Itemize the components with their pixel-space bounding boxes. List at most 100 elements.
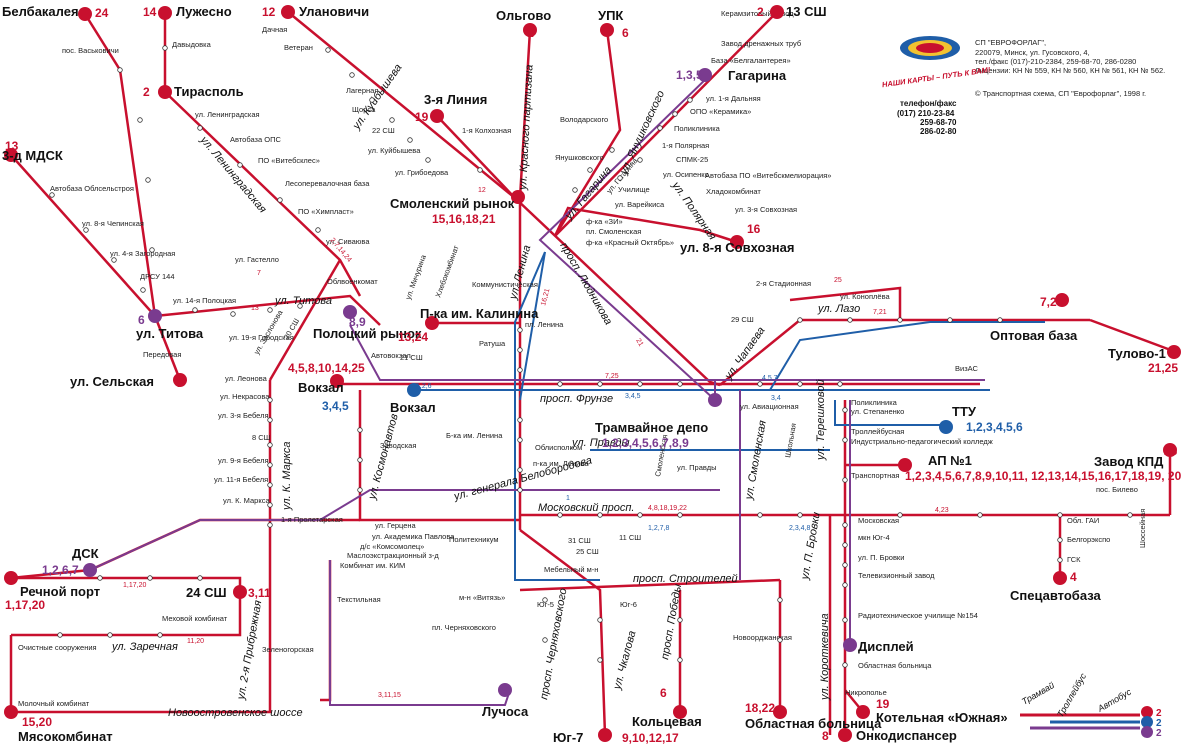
- terminal-routes: 19: [415, 110, 429, 124]
- tram-line-frunze: [349, 324, 985, 381]
- stop-label: ул. 14-я Полоцкая: [173, 296, 236, 305]
- phone-title: телефон/факс: [900, 99, 957, 108]
- terminal-name: Юг-7: [553, 730, 583, 745]
- svg-text:1,17,20: 1,17,20: [123, 582, 146, 589]
- publisher-logo: [900, 36, 960, 60]
- terminal-dot: [158, 85, 172, 99]
- stop-marker: [267, 397, 273, 403]
- stop-marker: [97, 575, 103, 581]
- terminal-routes: 8,9: [349, 315, 366, 329]
- stop-label: Шоссейная: [1138, 509, 1147, 548]
- stop-marker: [757, 381, 763, 387]
- svg-text:3,11,15: 3,11,15: [378, 692, 401, 699]
- stop-label: ул. 3-я Бебеля: [218, 411, 269, 420]
- terminal-dot: [898, 458, 912, 472]
- terminal-routes: 7,25: [1040, 295, 1064, 309]
- terminal-dot: [1055, 293, 1069, 307]
- legend-tram: Трамвай: [1020, 680, 1056, 707]
- svg-text:7,25: 7,25: [605, 373, 619, 380]
- terminal-name: Тулово-1: [1108, 346, 1166, 361]
- bus-line-upk: [553, 29, 622, 237]
- stop-marker: [677, 657, 683, 663]
- phone-number-2: 259-68-70: [920, 118, 957, 127]
- tb-line-ttu: [834, 400, 940, 426]
- terminal-routes: 6: [622, 26, 629, 40]
- stop-label: Поликлиника: [851, 398, 898, 407]
- stop-label: Политехникум: [449, 535, 499, 544]
- terminal-dot: [498, 683, 512, 697]
- stop-label: ПО «Химпласт»: [298, 207, 354, 216]
- stop-label: Зеленогорская: [262, 645, 314, 654]
- stop-label: Янушковского: [555, 153, 604, 162]
- stop-label: Лагерная: [346, 86, 378, 95]
- stop-label: ул. К. Маркса: [223, 496, 270, 505]
- stop-marker: [637, 381, 643, 387]
- terminal-name: Лучоса: [482, 704, 529, 719]
- stop-label: ул. Коноплёва: [840, 292, 890, 301]
- stop-label: Молочный комбинат: [18, 699, 90, 708]
- stop-label: п-ка им. Ленина: [533, 459, 589, 468]
- terminal-dot: [430, 109, 444, 123]
- stop-label: СПМК-25: [676, 155, 708, 164]
- stop-label: пос. Васьковичи: [62, 46, 119, 55]
- stop-label: ул. Правды: [677, 463, 717, 472]
- stop-marker: [609, 147, 615, 153]
- stop-label: Радиотехническое училище №154: [858, 611, 978, 620]
- stop-marker: [842, 582, 848, 588]
- tram-line-luchosa: [329, 560, 511, 706]
- stop-label: 2-я Стадионная: [756, 279, 811, 288]
- terminal-dot: [1053, 571, 1067, 585]
- stop-marker: [267, 522, 273, 528]
- stop-marker: [517, 327, 523, 333]
- stop-marker: [1057, 512, 1063, 518]
- terminal-dot: [730, 235, 744, 249]
- stop-label: ГСК: [1067, 555, 1081, 564]
- stop-marker: [157, 632, 163, 638]
- svg-text:2,3,4,8: 2,3,4,8: [789, 525, 811, 532]
- stop-label: Комбинат им. КИМ: [340, 561, 405, 570]
- terminal: Дисплей: [843, 638, 914, 654]
- bus-line-16: [553, 206, 738, 244]
- stop-label: Керамзитовый завод: [721, 9, 794, 18]
- stop-label: Автобаза ПО «Витебскмелиорация»: [705, 171, 831, 180]
- street-novoostr: Новоостровенское шоссе: [168, 707, 303, 719]
- svg-text:7,21: 7,21: [873, 309, 887, 316]
- stop-label: Дачная: [262, 25, 287, 34]
- stop-marker: [597, 617, 603, 623]
- stop-marker: [587, 167, 593, 173]
- terminal-name: ТТУ: [952, 404, 977, 419]
- stop-label: Ратуша: [479, 339, 506, 348]
- street-moskovsky: Московский просп.: [538, 502, 634, 514]
- stop-label: ул. Авиационная: [740, 402, 799, 411]
- stop-label: м-н «Витязь»: [459, 593, 505, 602]
- stop-marker: [897, 512, 903, 518]
- stop-label: Передовая: [143, 350, 181, 359]
- svg-text:1,2,7,8: 1,2,7,8: [648, 525, 670, 532]
- terminal-routes: 4: [1070, 570, 1077, 584]
- terminal-routes: 1: [527, 26, 534, 40]
- bus-line-selskaya: [153, 315, 182, 381]
- terminal-name: ул. Сельская: [70, 374, 154, 389]
- terminal-dot: [698, 68, 712, 82]
- stop-marker: [297, 303, 303, 309]
- terminal-name: АП №1: [928, 453, 972, 468]
- stop-marker: [140, 287, 146, 293]
- stop-label: Автобаза Облсельстроя: [50, 184, 134, 193]
- stop-label: ул. Заслонова: [252, 308, 285, 356]
- stop-marker: [557, 381, 563, 387]
- stop-marker: [842, 407, 848, 413]
- terminal-name: Онкодиспансер: [856, 728, 957, 743]
- stop-marker: [107, 632, 113, 638]
- stop-label: ул. Грибоедова: [395, 168, 449, 177]
- stop-label: ул. Ленинградская: [195, 110, 260, 119]
- stop-marker: [162, 45, 168, 51]
- stop-label: Облисполком: [535, 443, 582, 452]
